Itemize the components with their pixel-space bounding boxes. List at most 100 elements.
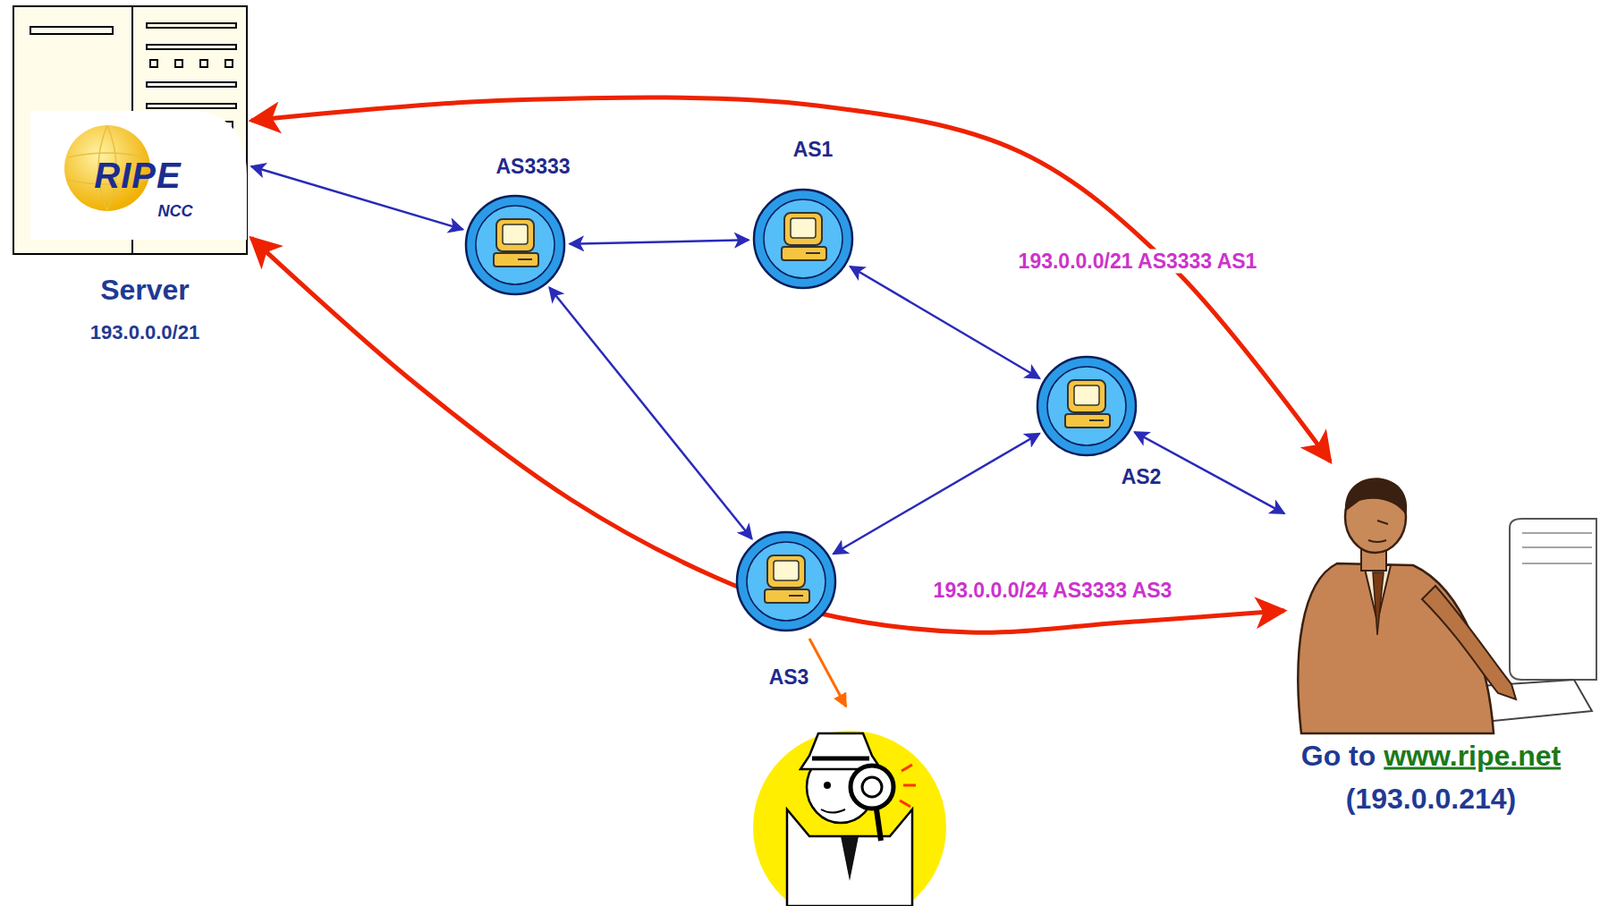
as-label: AS2	[1121, 465, 1162, 489]
spy-coat	[787, 809, 913, 906]
text-line: NCC	[158, 202, 194, 221]
route-label: 193.0.0.0/21 AS3333 AS1	[1015, 249, 1262, 274]
as-label: AS3	[769, 665, 810, 689]
spy-hat-band	[812, 756, 870, 762]
drive-line	[788, 594, 804, 597]
router-disc	[475, 205, 555, 285]
server-box: RIPENCCServer193.0.0.0/21	[12, 5, 248, 255]
node-text: NCC	[158, 202, 194, 221]
button-square	[225, 59, 233, 68]
screen	[1074, 385, 1100, 406]
text-line: Server	[100, 273, 190, 307]
node-text: 193.0.0.0/21	[90, 321, 200, 344]
monitor	[1067, 380, 1106, 413]
spy-tie	[840, 836, 859, 881]
spy-eye	[823, 781, 831, 789]
lens-handle	[876, 809, 881, 841]
monitor-lines	[1522, 533, 1592, 564]
as-label: AS1	[793, 137, 834, 161]
circle-outline	[1035, 355, 1138, 458]
route-arrow	[251, 97, 1330, 462]
router-icon	[1037, 356, 1136, 456]
spy-spark	[899, 764, 916, 807]
text-line: AS2	[1121, 465, 1162, 490]
circle-outline	[752, 187, 855, 290]
as-router: AS3	[735, 530, 838, 633]
link-arrow	[549, 287, 752, 539]
text-line: AS3333	[495, 154, 570, 179]
user-figure	[1297, 477, 1597, 734]
link-arrow	[850, 266, 1041, 379]
as-router: AS1	[752, 187, 855, 290]
vent-line	[146, 103, 237, 109]
circle-outline	[464, 194, 567, 297]
link-arrow	[569, 239, 749, 244]
circle-outline	[735, 530, 838, 633]
node-text: Go to	[1301, 739, 1377, 772]
screen	[790, 218, 816, 238]
logo-ground	[30, 110, 247, 240]
computer-base	[781, 246, 827, 261]
server-case	[13, 6, 247, 254]
user-tie	[1372, 572, 1384, 635]
text-line: 193.0.0.0/21	[90, 321, 200, 345]
vent-line	[146, 82, 237, 87]
text-line: Go towww.ripe.net	[1301, 739, 1561, 773]
drive-line	[1089, 419, 1104, 422]
router-ring	[736, 532, 836, 631]
user-hair	[1345, 477, 1407, 516]
screen	[502, 224, 528, 245]
button-square	[200, 59, 208, 68]
as-label: AS3333	[495, 154, 570, 178]
magnifier	[850, 765, 894, 809]
vent-line	[146, 44, 237, 50]
router-disc	[746, 541, 826, 621]
vent-line	[146, 23, 237, 28]
tap-arrow	[809, 638, 847, 707]
node-text: Server	[100, 273, 190, 306]
text-line: AS3	[769, 665, 810, 690]
computer-base	[764, 589, 810, 603]
server-outline	[12, 5, 248, 255]
link-arrow	[251, 166, 464, 230]
link-arrow	[833, 433, 1041, 555]
monitor-outline	[1509, 518, 1597, 680]
drive-line	[517, 258, 533, 261]
button-square	[175, 59, 183, 68]
computer-base	[1065, 414, 1110, 428]
monitor	[784, 212, 822, 246]
text-line: RIPE	[93, 155, 181, 196]
computer-base	[493, 253, 539, 267]
router-disc	[1047, 366, 1126, 446]
router-ring	[1037, 356, 1136, 456]
monitor	[767, 555, 805, 588]
router-icon	[465, 195, 565, 295]
user-client: Go towww.ripe.net(193.0.0.214)	[1287, 465, 1597, 734]
node-text: (193.0.0.214)	[1346, 782, 1516, 815]
monitor	[496, 219, 534, 252]
button-square	[150, 59, 158, 68]
user-face	[1368, 520, 1389, 542]
node-text: RIPE	[93, 155, 181, 195]
spy-mouth	[821, 809, 846, 813]
person-outline	[1287, 465, 1597, 734]
route-label: 193.0.0.0/24 AS3333 AS3	[930, 578, 1177, 603]
screen	[773, 560, 799, 581]
drive-slot	[30, 26, 113, 34]
router-icon	[753, 189, 853, 288]
route-arrow	[251, 237, 1285, 633]
router-ring	[465, 195, 565, 295]
magnifier-eye	[862, 777, 882, 797]
node-text: www.ripe.net	[1383, 739, 1561, 772]
router-disc	[763, 199, 843, 279]
spy-figure	[753, 730, 947, 906]
drive-line	[805, 252, 821, 254]
text-line: AS1	[793, 137, 834, 162]
server-graphic	[13, 6, 247, 254]
text-line: (193.0.0.214)	[1346, 782, 1516, 816]
router-icon	[736, 532, 836, 631]
router-ring	[753, 189, 853, 288]
